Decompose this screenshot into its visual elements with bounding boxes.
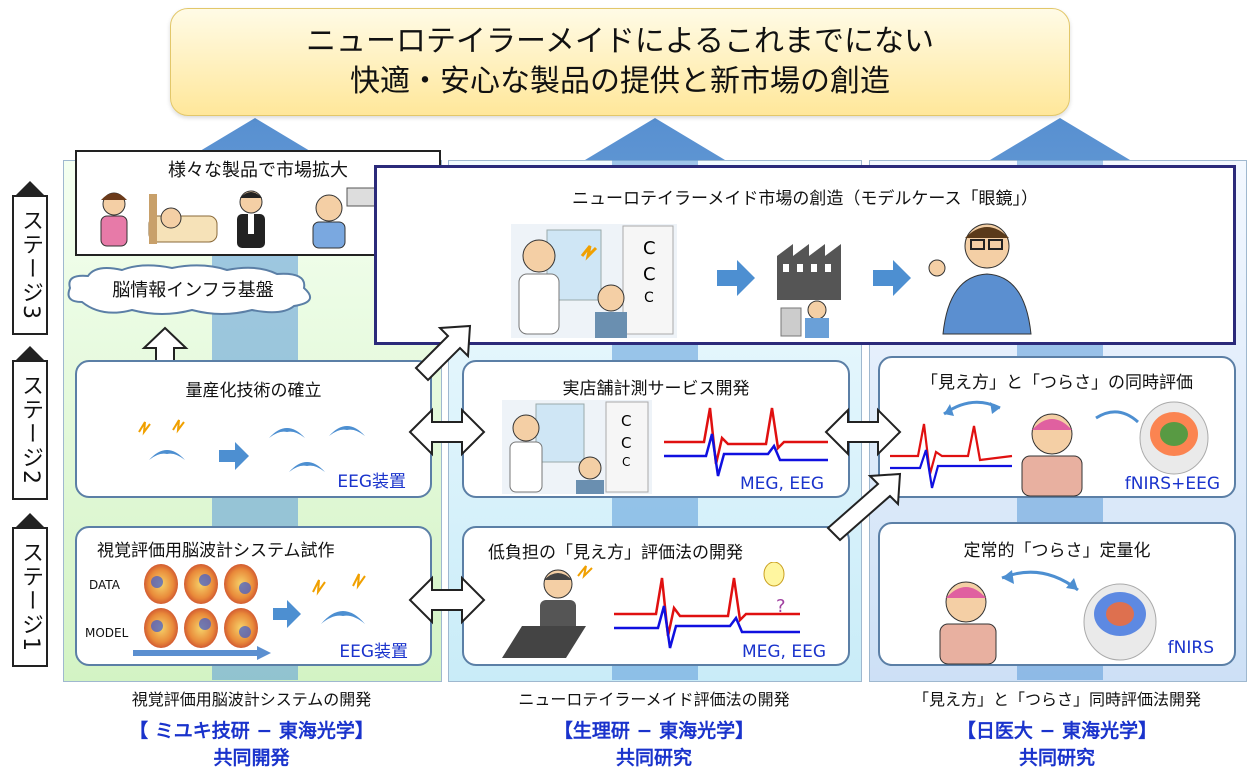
eeg-device-prototype [273, 573, 366, 628]
svg-text:C: C [643, 238, 656, 259]
waveform-red [664, 407, 828, 465]
wine-man-icon [237, 190, 265, 248]
waveform-red [890, 423, 1013, 475]
col3-stage2-tag: fNIRS+EEG [1124, 474, 1220, 494]
model-time-arrow [133, 646, 271, 660]
col2-footer-desc: ニューロテイラーメイド評価法の開発 [518, 690, 790, 709]
col1-stage2-title: 量産化技術の確立 [185, 381, 322, 401]
col3-stage1-tag: fNIRS [1167, 638, 1214, 658]
title-banner: ニューロテイラーメイドによるこれまでにない 快適・安心な製品の提供と新市場の創造 [170, 8, 1070, 116]
col1-footer-org: 【 ミユキ技研 − 東海光学】 [129, 720, 374, 742]
col1-footer-rel: 共同開発 [213, 747, 290, 769]
stage1-tab: ステージ1 [12, 513, 48, 667]
col3-stage2-panel: 「見え方」と「つらさ」の同時評価 fNIRS+EEG [878, 356, 1236, 498]
simultaneous-evaluation-illustration [890, 400, 1209, 497]
col2-stage1-title: 低負担の「見え方」評価法の開発 [488, 543, 743, 563]
double-arrow-stage2-left [408, 407, 486, 457]
col1-model-label: MODEL [85, 626, 129, 640]
market-illustration: C C C [511, 223, 1032, 338]
col3-stage1-title: 定常的「つらさ」定量化 [963, 541, 1151, 561]
svg-text:C: C [644, 290, 654, 306]
col2-stage2-title: 実店舗計測サービス開発 [562, 379, 750, 399]
waveform-blue [664, 433, 828, 477]
col1-stage1-title: 視覚評価用脳波計システム試作 [97, 541, 335, 561]
stage3-tab: ステージ3 [12, 181, 48, 335]
col2-footer-org: 【生理研 − 東海光学】 [553, 720, 755, 742]
waveform-blue [614, 605, 800, 649]
factory-icon [777, 244, 841, 338]
col2-stage1-tag: MEG, EEG [741, 642, 826, 662]
svg-text:C: C [621, 434, 631, 452]
col2-stage2-tag: MEG, EEG [739, 474, 824, 494]
store-measurement-illustration: C C C [502, 400, 828, 494]
person-icon-1 [100, 192, 128, 247]
col3-footer-desc: 「見え方」と「つらさ」同時評価法開発 [912, 690, 1201, 709]
col2-stage1-panel: 低負担の「見え方」評価法の開発 ? MEG, EEG [462, 526, 850, 666]
diagonal-arrow-to-col3 [826, 472, 902, 542]
svg-text:C: C [622, 455, 630, 469]
waveform-blue [890, 449, 1012, 489]
products-title: 様々な製品で市場拡大 [168, 160, 348, 181]
infra-label: 脳情報インフラ基盤 [112, 280, 274, 301]
col2-footer: ニューロテイラーメイド評価法の開発 【生理研 − 東海光学】 共同研究 [448, 686, 860, 770]
market-title: ニューロテイラーメイド市場の創造（モデルケース「眼鏡」） [572, 189, 1038, 209]
eeg-device-mass-production [138, 419, 365, 472]
col1-stage2-panel: 量産化技術の確立 EEG装置 [75, 360, 432, 498]
diagonal-arrow-to-market [414, 324, 472, 382]
col3-stage2-title: 「見え方」と「つらさ」の同時評価 [921, 373, 1193, 393]
market-arrow-1 [717, 260, 755, 296]
col3-footer: 「見え方」と「つらさ」同時評価法開発 【日医大 − 東海光学】 共同研究 [869, 686, 1245, 770]
col1-footer-desc: 視覚評価用脳波計システムの開発 [131, 690, 372, 709]
market-box: ニューロテイラーメイド市場の創造（モデルケース「眼鏡」） C C C [374, 165, 1236, 345]
svg-text:C: C [643, 264, 656, 285]
col2-stage2-panel: 実店舗計測サービス開発 C C C MEG, EEG [462, 360, 850, 498]
double-arrow-stage1-left [408, 575, 486, 625]
brain-topography-maps [144, 564, 258, 648]
infra-cloud [67, 264, 312, 315]
optician-scene: C C C [511, 224, 677, 338]
col3-footer-rel: 共同研究 [1018, 747, 1095, 769]
col1-stage1-panel: 視覚評価用脳波計システム試作 DATA MODEL EEG装置 [75, 526, 432, 666]
discomfort-quantification-illustration [939, 570, 1157, 665]
elderly-icon [312, 187, 376, 249]
col1-footer: 視覚評価用脳波計システムの開発 【 ミユキ技研 − 東海光学】 共同開発 [63, 686, 440, 770]
svg-text:C: C [621, 412, 631, 430]
double-arrow-stage2-right [824, 407, 902, 457]
low-burden-evaluation-illustration: ? [502, 562, 800, 658]
waveform-red [614, 577, 800, 637]
col1-data-label: DATA [89, 578, 120, 592]
satisfied-man-icon [928, 223, 1032, 335]
market-arrow-2 [873, 260, 911, 296]
col3-footer-org: 【日医大 − 東海光学】 [956, 720, 1158, 742]
col1-stage2-tag: EEG装置 [337, 472, 406, 492]
svg-text:?: ? [776, 596, 786, 617]
title-line2: 快適・安心な製品の提供と新市場の創造 [350, 64, 890, 99]
bed-patient-icon [148, 194, 218, 244]
col1-stage1-tag: EEG装置 [339, 642, 408, 662]
col2-footer-rel: 共同研究 [615, 747, 692, 769]
title-line1: ニューロテイラーメイドによるこれまでにない [306, 24, 934, 59]
stage2-tab: ステージ2 [12, 346, 48, 500]
col3-stage1-panel: 定常的「つらさ」定量化 fNIRS [878, 522, 1236, 666]
